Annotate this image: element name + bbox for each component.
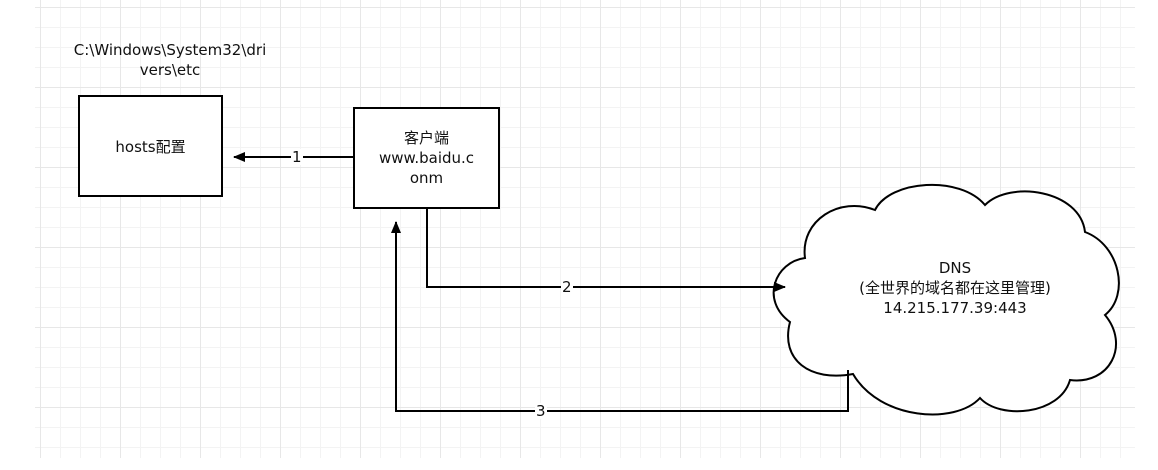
edge-3-label: 3 [535, 402, 547, 420]
hosts-box[interactable] [78, 95, 223, 197]
dns-label-line3: 14.215.177.39:443 [883, 299, 1027, 317]
path-note: C:\Windows\System32\dri vers\etc [45, 40, 295, 80]
client-box-label: 客户端 www.baidu.c onm [354, 128, 499, 188]
hosts-box-label: hosts配置 [115, 138, 186, 156]
dns-cloud[interactable] [772, 184, 1120, 416]
client-label-line2: www.baidu.c [378, 149, 475, 167]
path-note-line1: C:\Windows\System32\dri [73, 41, 267, 59]
edge-2-label: 2 [561, 278, 573, 296]
edge-3-line[interactable] [391, 221, 849, 412]
dns-cloud-label: DNS (全世界的域名都在这里管理) 14.215.177.39:443 [800, 258, 1110, 318]
dns-label-line2: (全世界的域名都在这里管理) [859, 279, 1051, 297]
client-label-line3: onm [409, 169, 444, 187]
client-label-line1: 客户端 [403, 129, 449, 147]
dns-label-line1: DNS [938, 259, 972, 277]
edge-2-line[interactable] [426, 208, 786, 292]
edge-1-label: 1 [291, 148, 303, 166]
path-note-line2: vers\etc [139, 61, 201, 79]
